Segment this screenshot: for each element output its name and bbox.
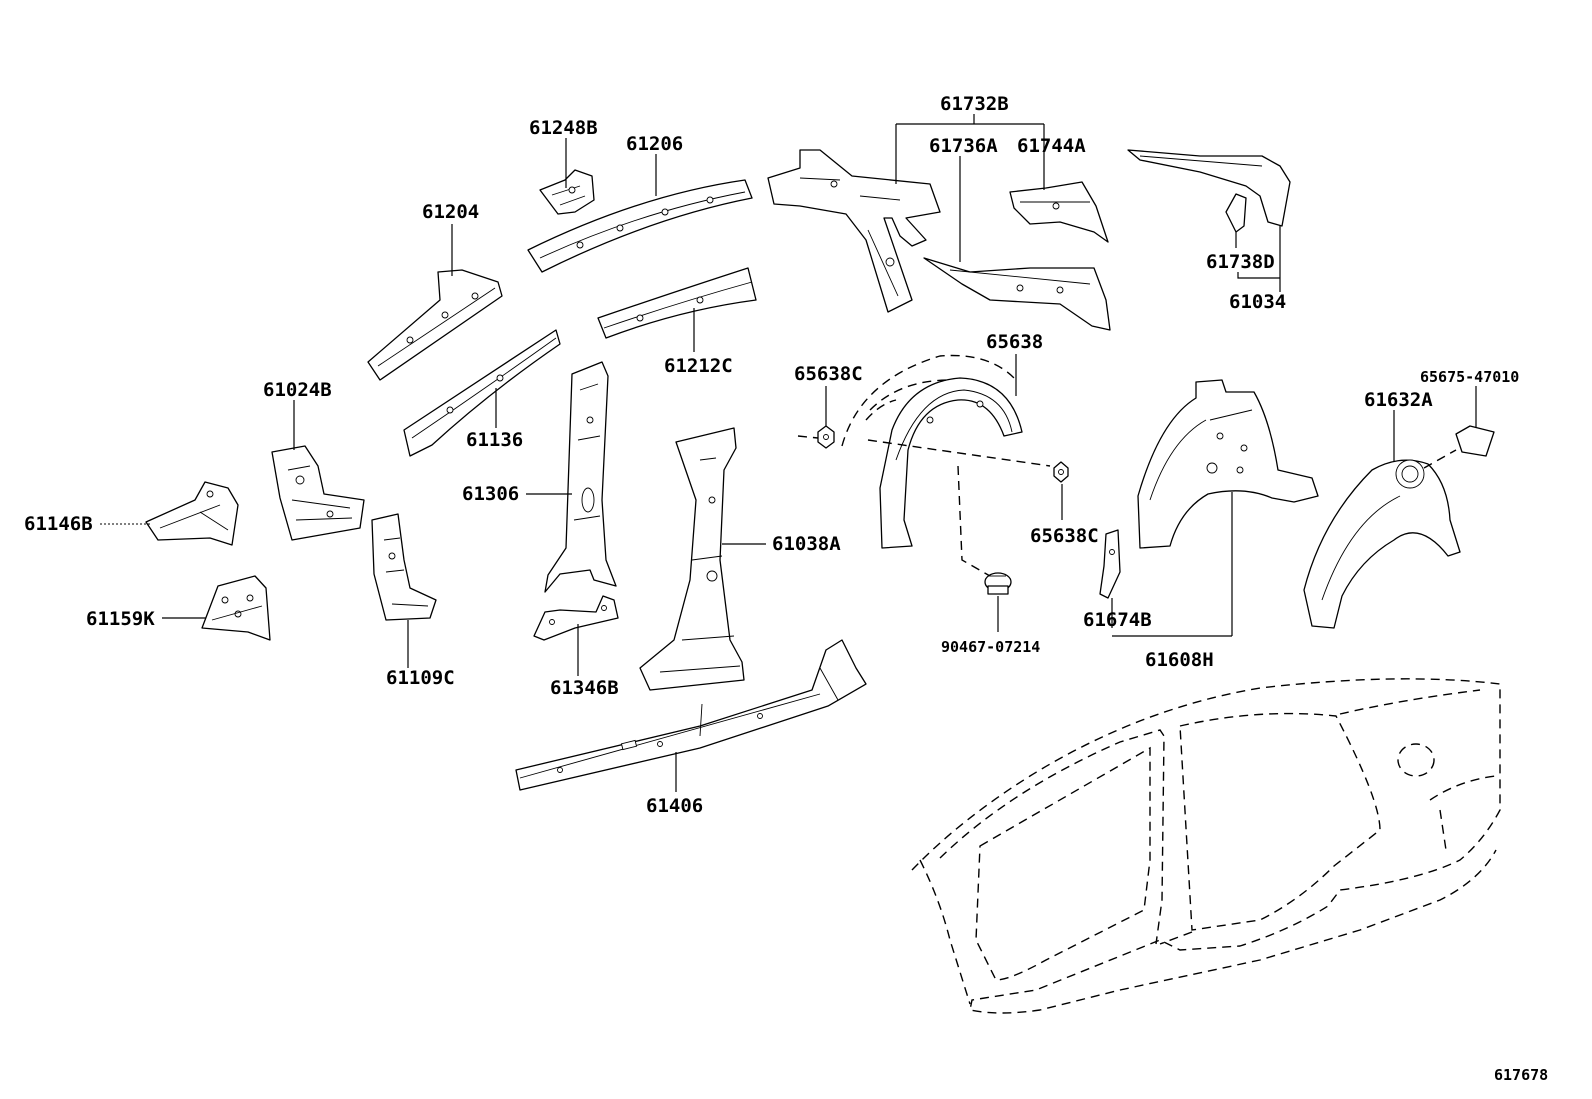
label-61159K: 61159K [86, 608, 155, 630]
part-61248B [539, 169, 595, 215]
part-65638 [879, 377, 1023, 549]
part-90467-07214-clip [984, 572, 1012, 595]
label-61738D: 61738D [1206, 251, 1275, 273]
label-61204: 61204 [422, 201, 479, 223]
label-65638C-lower: 65638C [1030, 525, 1099, 547]
label-65675-47010: 65675-47010 [1420, 368, 1519, 386]
label-61146B: 61146B [24, 513, 93, 535]
part-61736A [767, 149, 1111, 331]
part-61038A [639, 427, 745, 691]
label-61608H: 61608H [1145, 649, 1214, 671]
part-61632A [1303, 459, 1461, 629]
label-61136: 61136 [466, 429, 523, 451]
label-61674B: 61674B [1083, 609, 1152, 631]
part-61346B [533, 595, 619, 641]
label-61109C: 61109C [386, 667, 455, 689]
part-65638C-nut-upper [817, 425, 835, 449]
dashed-assembly-lines [797, 354, 1501, 1014]
part-65638C-nut-lower [1053, 461, 1069, 483]
part-61608H [1137, 379, 1319, 549]
part-61206 [527, 179, 753, 273]
part-61306 [544, 361, 617, 593]
label-61038A: 61038A [772, 533, 841, 555]
part-61406 [515, 639, 867, 791]
part-61024B [271, 445, 365, 541]
part-61744A [1009, 181, 1109, 243]
part-61212C [597, 267, 757, 339]
label-65638: 65638 [986, 331, 1043, 353]
part-61146B [145, 481, 239, 546]
label-61632A: 61632A [1364, 389, 1433, 411]
part-65675-47010 [1455, 425, 1495, 457]
leader-lines [100, 114, 1477, 792]
label-61034: 61034 [1229, 291, 1286, 313]
label-61406: 61406 [646, 795, 703, 817]
part-61159K [201, 575, 271, 641]
part-61109C [371, 513, 437, 621]
part-61136 [403, 329, 561, 457]
label-61744A: 61744A [1017, 135, 1086, 157]
label-61732B: 61732B [940, 93, 1009, 115]
label-61736A: 61736A [929, 135, 998, 157]
label-61206: 61206 [626, 133, 683, 155]
label-65638C-upper: 65638C [794, 363, 863, 385]
label-61346B: 61346B [550, 677, 619, 699]
label-61248B: 61248B [529, 117, 598, 139]
label-90467-07214: 90467-07214 [941, 638, 1040, 656]
label-61306: 61306 [462, 483, 519, 505]
diagram-id: 617678 [1494, 1066, 1548, 1084]
part-61674B [1099, 529, 1121, 599]
part-61204 [367, 269, 503, 381]
part-61034 [1127, 149, 1291, 233]
label-61024B: 61024B [263, 379, 332, 401]
label-61212C: 61212C [664, 355, 733, 377]
part-labels: 61248B 61206 61204 61212C 61136 61024B 6… [24, 93, 1548, 1084]
